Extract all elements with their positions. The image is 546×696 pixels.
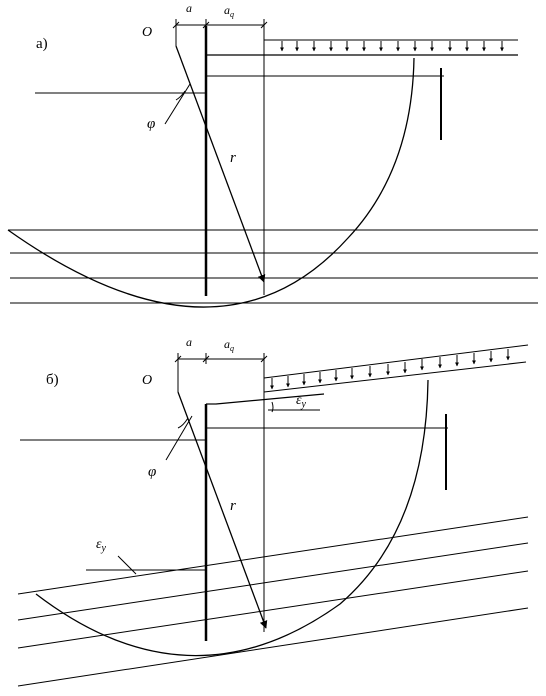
center-point-label: O (142, 25, 152, 40)
surcharge-load (264, 39, 518, 52)
center-point-label: O (142, 373, 152, 388)
panel-b-label: б) (46, 372, 59, 388)
soil-layers (8, 229, 538, 304)
angle-arc (175, 90, 186, 101)
panel-a: а) a aq O (7, 1, 538, 308)
panel-a-label: а) (36, 36, 48, 52)
surcharge-load (263, 344, 529, 393)
slip-circle (35, 379, 429, 657)
dimension-line-b (174, 353, 268, 632)
angle-leader (164, 83, 191, 125)
angle-label: φ (148, 464, 156, 480)
layer-slope-label: εy (96, 537, 107, 554)
panel-b: б) a aq O (17, 335, 529, 687)
dim-aq-label: aq (224, 3, 234, 19)
angle-leader (165, 415, 193, 461)
angle-arc (177, 417, 189, 429)
sloped-ground-surface (215, 393, 325, 405)
slip-circle (7, 57, 415, 308)
radius-label: r (230, 498, 236, 514)
slope-leader (117, 555, 137, 575)
dimension-line-a (172, 19, 268, 295)
dim-aq-label: aq (224, 337, 234, 353)
dim-a-label: a (186, 335, 192, 349)
slope-angle-arc (271, 401, 274, 413)
radius-arrow (177, 391, 268, 629)
slope-angle-label: εy (296, 393, 307, 410)
soil-layers (17, 516, 529, 687)
radius-arrow (175, 45, 266, 283)
dim-a-label: a (186, 1, 192, 15)
angle-label: φ (147, 116, 155, 132)
radius-label: r (230, 150, 236, 166)
